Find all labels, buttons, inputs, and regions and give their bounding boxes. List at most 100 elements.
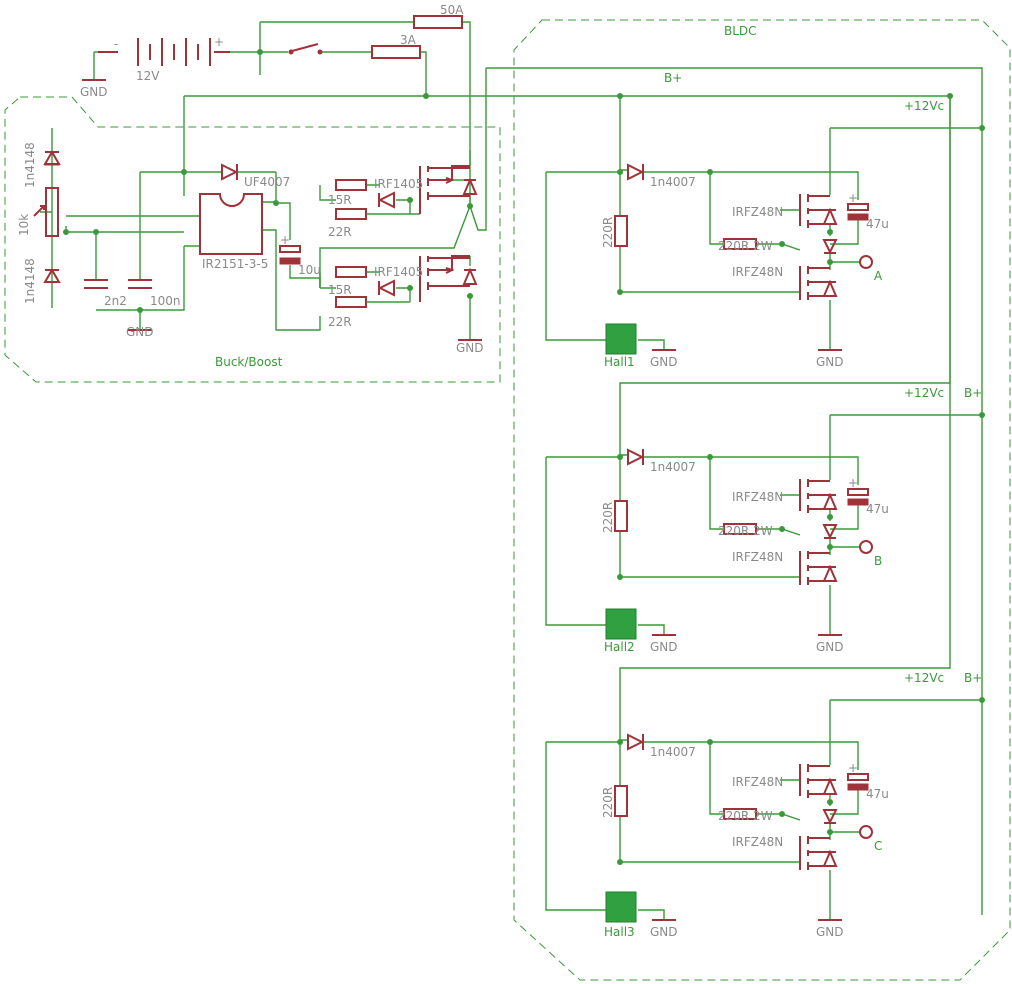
phase-a-diode bbox=[627, 163, 645, 181]
cap-10u-label: 10u bbox=[298, 263, 321, 277]
phase-c-mosfet-bottom bbox=[799, 836, 838, 870]
battery-gnd-label: GND bbox=[80, 85, 108, 99]
ic-ir2151 bbox=[199, 193, 263, 255]
phase-c-gate-resistor bbox=[723, 808, 757, 820]
res-15r-top-label: 15R bbox=[328, 193, 352, 207]
phase-b-v12c-label: +12Vc bbox=[904, 386, 944, 400]
cap-100n-label: 100n bbox=[150, 294, 181, 308]
svg-text:-: - bbox=[114, 37, 118, 51]
phase-c-bplus-label: B+ bbox=[964, 671, 982, 685]
phase-a-output-terminal bbox=[859, 255, 873, 269]
phase-a-v12c-label: +12Vc bbox=[904, 99, 944, 113]
hall3-gnd-label: GND bbox=[650, 925, 678, 939]
hall3-label: Hall3 bbox=[604, 925, 635, 939]
phase-c-resistor bbox=[614, 785, 628, 817]
phase-b-mid-diode bbox=[822, 524, 838, 540]
diode-1n4148-top bbox=[43, 150, 61, 166]
phase-b-gate-resistor bbox=[723, 523, 757, 535]
svg-text:+: + bbox=[280, 233, 290, 247]
phase-c-mosfet-top bbox=[799, 764, 838, 798]
phase-a-mosfet-top bbox=[799, 194, 838, 228]
buck-boost-frame bbox=[4, 96, 501, 383]
fuse-50a-label: 50A bbox=[440, 3, 464, 17]
gnd-label-buck-left: GND bbox=[126, 325, 154, 339]
phase-c-resistor-label: 220R bbox=[601, 787, 615, 818]
diode-uf4007-label: UF4007 bbox=[244, 175, 290, 189]
phase-a-mid-diode bbox=[822, 239, 838, 255]
hall2-gnd-label: GND bbox=[650, 640, 678, 654]
power-section: GND - + 12V 50A 3A bbox=[80, 3, 471, 206]
svg-text:+: + bbox=[214, 35, 224, 49]
bldc-frame bbox=[513, 19, 1011, 981]
mosfet-bottom-label: IRF1405 bbox=[374, 265, 423, 279]
phase-c-cap bbox=[847, 773, 869, 781]
cap-10u bbox=[279, 245, 301, 253]
svg-text:+: + bbox=[848, 761, 858, 775]
phase-c-gnd-label: GND bbox=[816, 925, 844, 939]
phase-b-gate-resistor-label: 220R 2W bbox=[718, 524, 773, 538]
diode-uf4007 bbox=[221, 163, 239, 181]
gate-diode-bottom bbox=[377, 279, 395, 297]
res-15r-top bbox=[335, 179, 367, 191]
phase-a: 1n4007 220R 220R 2W IRFZ48N IRFZ48N + 47… bbox=[545, 99, 982, 369]
phase-a-mosfet-top-label: IRFZ48N bbox=[732, 205, 783, 219]
hall2-label: Hall2 bbox=[604, 640, 635, 654]
ic-label: IR2151-3-5 bbox=[202, 257, 268, 271]
phase-b-output-label: B bbox=[874, 554, 882, 568]
mosfet-top-label: IRF1405 bbox=[374, 177, 423, 191]
phase-b-diode-label: 1n4007 bbox=[650, 460, 696, 474]
phase-b-bplus-label: B+ bbox=[964, 386, 982, 400]
cap-2n2-label: 2n2 bbox=[104, 294, 127, 308]
phase-b-cap bbox=[847, 488, 869, 496]
phase-b-cap-label: 47u bbox=[866, 502, 889, 516]
phase-c-v12c-label: +12Vc bbox=[904, 671, 944, 685]
phase-b-diode bbox=[627, 448, 645, 466]
buck-boost-frame-label: Buck/Boost bbox=[215, 355, 283, 369]
gnd-label-buck-right: GND bbox=[456, 341, 484, 355]
phase-b-output-terminal bbox=[859, 540, 873, 554]
phase-b-mosfet-top bbox=[799, 479, 838, 513]
hall-sensor-1 bbox=[605, 323, 637, 355]
svg-text:+: + bbox=[848, 191, 858, 205]
phase-a-mosfet-bottom bbox=[799, 266, 838, 300]
bplus-net-label: B+ bbox=[664, 71, 682, 85]
phase-c-mosfet-top-label: IRFZ48N bbox=[732, 775, 783, 789]
phase-b-mosfet-bottom bbox=[799, 551, 838, 585]
phase-a-mosfet-bottom-label: IRFZ48N bbox=[732, 265, 783, 279]
fuse-3a-label: 3A bbox=[400, 33, 417, 47]
phase-a-gate-resistor-label: 220R 2W bbox=[718, 239, 773, 253]
gate-diode-top bbox=[377, 191, 395, 209]
phase-b-resistor-label: 220R bbox=[601, 502, 615, 533]
cap-2n2 bbox=[84, 279, 108, 289]
phase-b-resistor bbox=[614, 500, 628, 532]
phase-a-cap bbox=[847, 203, 869, 211]
pot-label: 10k bbox=[17, 214, 31, 236]
battery-symbol: - + bbox=[98, 35, 230, 66]
phase-c-output-label: C bbox=[874, 839, 882, 853]
diode-top-label: 1n4148 bbox=[23, 142, 37, 188]
diode-bottom-label: 1n4148 bbox=[23, 258, 37, 304]
bldc-frame-label: BLDC bbox=[724, 24, 757, 38]
hall1-gnd-label: GND bbox=[650, 355, 678, 369]
phase-b-mosfet-top-label: IRFZ48N bbox=[732, 490, 783, 504]
fuse-50a bbox=[413, 15, 463, 29]
battery-label: 12V bbox=[136, 69, 160, 83]
cap-100n bbox=[128, 279, 152, 289]
main-switch bbox=[288, 43, 323, 55]
phase-c-diode-label: 1n4007 bbox=[650, 745, 696, 759]
phase-a-cap-label: 47u bbox=[866, 217, 889, 231]
phase-a-output-label: A bbox=[874, 269, 883, 283]
phase-a-gate-resistor bbox=[723, 238, 757, 250]
phase-b-mosfet-bottom-label: IRFZ48N bbox=[732, 550, 783, 564]
phase-c-diode bbox=[627, 733, 645, 751]
phase-b-gnd-label: GND bbox=[816, 640, 844, 654]
res-15r-bottom bbox=[335, 266, 367, 278]
res-22r-top-label: 22R bbox=[328, 225, 352, 239]
phase-c-mosfet-bottom-label: IRFZ48N bbox=[732, 835, 783, 849]
phase-a-resistor bbox=[614, 215, 628, 247]
buck-boost-section: 10k 1n4148 1n4148 2n2 100n GND UF4007 IR… bbox=[17, 128, 484, 355]
res-22r-top bbox=[335, 208, 367, 220]
res-15r-bottom-label: 15R bbox=[328, 283, 352, 297]
phase-c: 1n4007 220R 220R 2W IRFZ48N IRFZ48N + 47… bbox=[545, 671, 982, 939]
